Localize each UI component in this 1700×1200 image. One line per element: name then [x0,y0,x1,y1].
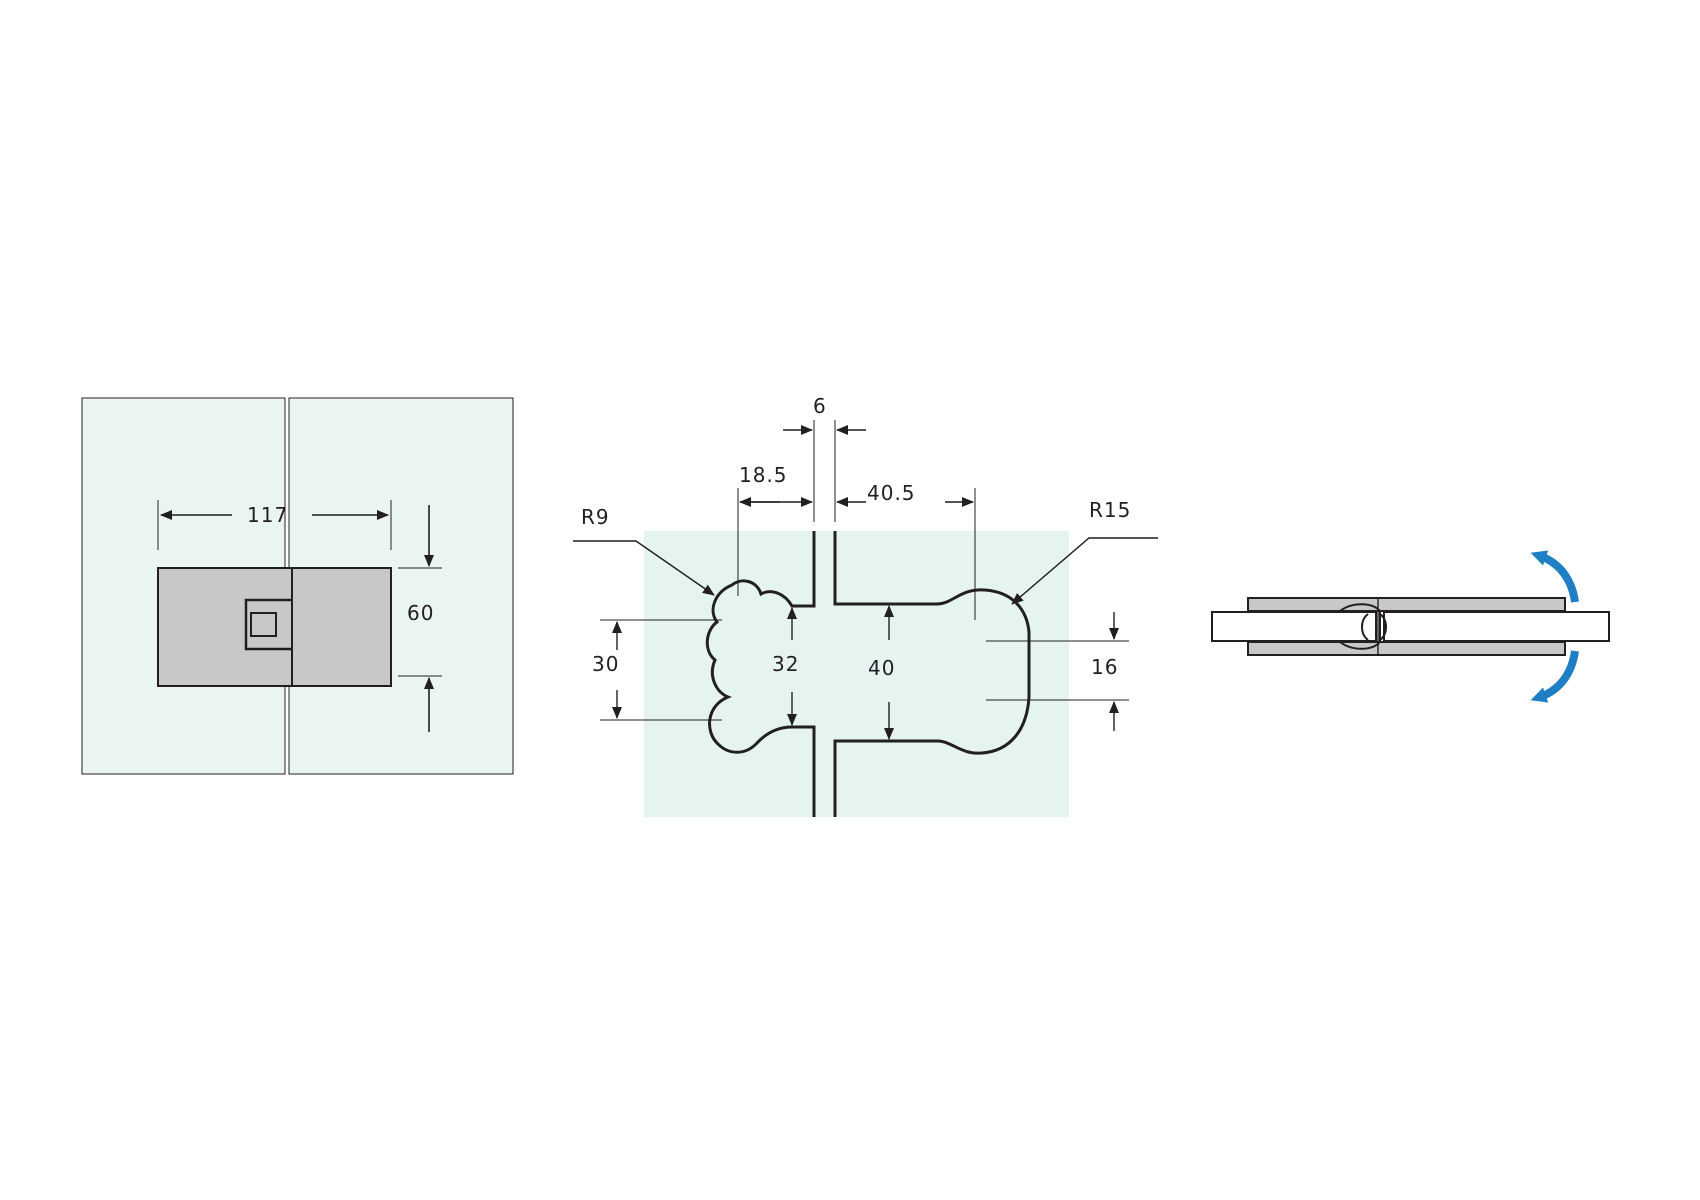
section-view [1211,550,1610,703]
hinge-pivot-bracket [244,598,292,651]
small-neck-label: 32 [772,652,799,676]
right-glass-section [1383,611,1610,642]
hinge-pivot-block [250,612,277,637]
hinge-knuckle [1339,603,1381,650]
small-spacing-label: 30 [592,652,619,676]
small-radius-leader [573,540,715,596]
rotation-arrow-down-icon [1530,650,1579,703]
cutout-view: 6 18.5 40.5 R9 R15 30 32 40 [573,394,1158,817]
front-view: 117 60 [81,397,514,775]
large-neck-label: 40 [868,656,895,680]
large-radius-label: R15 [1089,498,1131,522]
cutout-glass-background [644,531,1069,817]
gap-dimension-label: 6 [813,394,827,418]
hinge-body [157,567,392,687]
top-clamp-plate [1247,597,1566,612]
hinge-pin [1361,613,1387,641]
width-dimension-label: 117 [247,503,288,527]
bottom-clamp-plate [1247,641,1566,656]
left-glass-section [1211,611,1377,642]
rotation-arrow-up-icon [1530,550,1579,603]
small-radius-label: R9 [581,505,610,529]
right-offset-dimension-label: 40.5 [867,481,916,505]
left-cutout-outline [705,531,816,817]
right-cutout-outline [833,531,1031,817]
large-spacing-label: 16 [1091,655,1118,679]
large-radius-leader [1011,537,1158,605]
left-offset-dimension-label: 18.5 [739,463,788,487]
height-dimension-label: 60 [407,601,434,625]
